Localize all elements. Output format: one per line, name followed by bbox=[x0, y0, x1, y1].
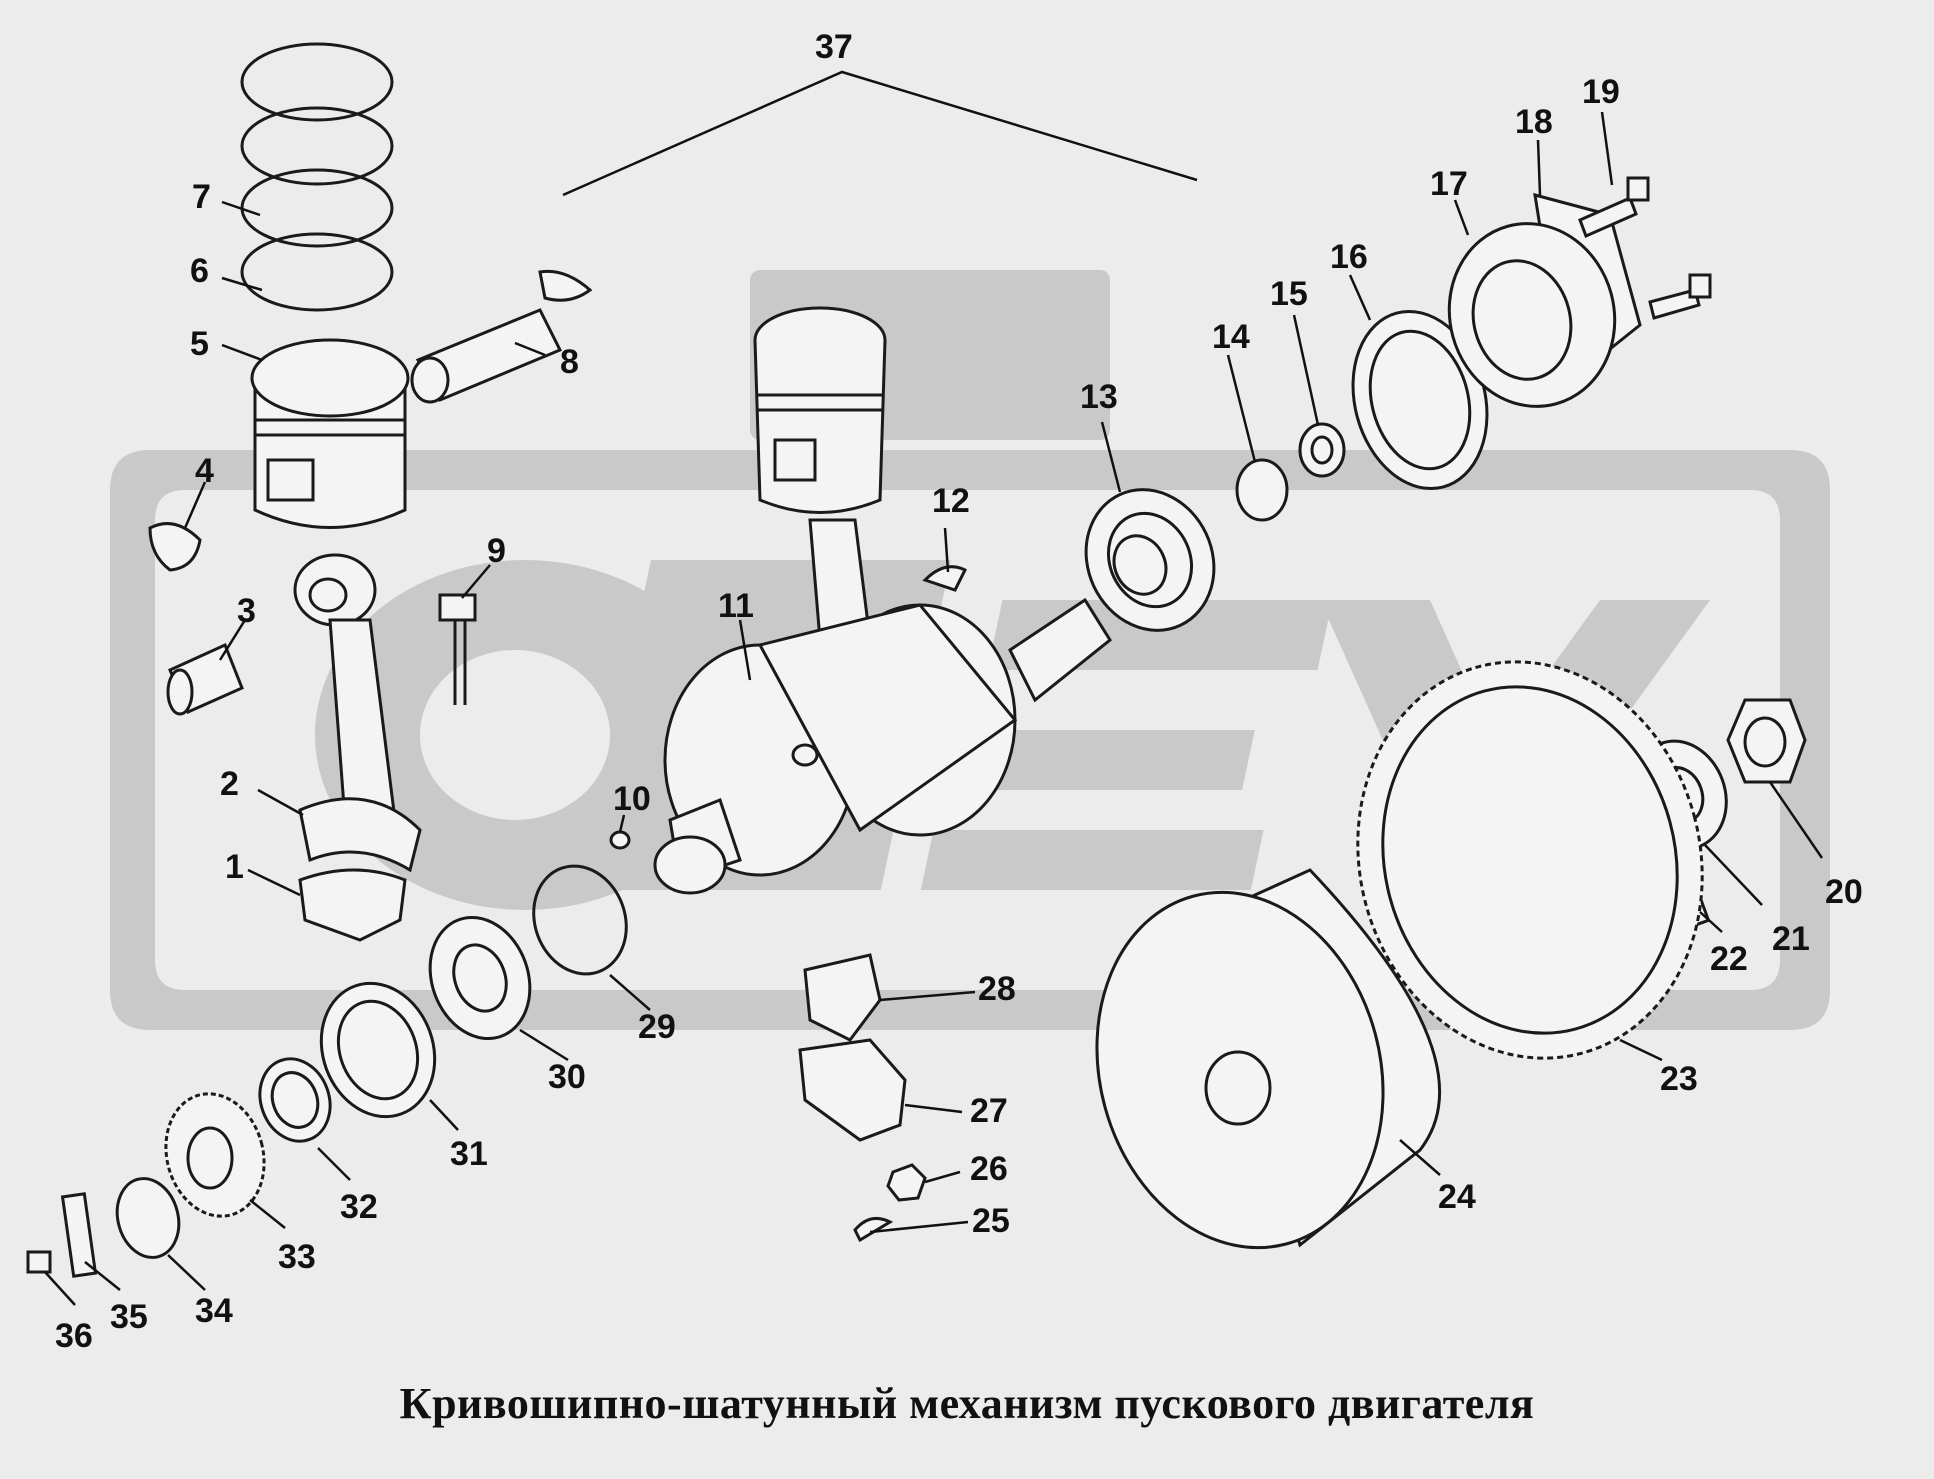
callout-9: 9 bbox=[487, 532, 506, 570]
woodruff-key bbox=[922, 565, 968, 592]
callout-26: 26 bbox=[970, 1150, 1008, 1188]
callout-23: 23 bbox=[1660, 1060, 1698, 1098]
front-gear-parts bbox=[26, 1092, 266, 1278]
callout-25: 25 bbox=[972, 1202, 1010, 1240]
piston-rings bbox=[240, 42, 394, 312]
callout-17: 17 bbox=[1430, 165, 1468, 203]
callout-13: 13 bbox=[1080, 378, 1118, 416]
callout-28: 28 bbox=[978, 970, 1016, 1008]
callout-15: 15 bbox=[1270, 275, 1308, 313]
cover-bolts bbox=[1578, 176, 1712, 320]
circlip-small bbox=[148, 522, 202, 572]
bearing-cover bbox=[1447, 192, 1642, 408]
seal-parts bbox=[1235, 422, 1346, 522]
callout-16: 16 bbox=[1330, 238, 1368, 276]
callout-2: 2 bbox=[220, 765, 239, 803]
rod-bolt bbox=[438, 593, 477, 705]
callout-22: 22 bbox=[1710, 940, 1748, 978]
callout-33: 33 bbox=[278, 1238, 316, 1276]
ring-gear bbox=[1356, 660, 1704, 1060]
flywheel bbox=[1095, 868, 1442, 1250]
callout-32: 32 bbox=[340, 1188, 378, 1226]
front-bearings bbox=[258, 915, 532, 1143]
connecting-rod bbox=[293, 553, 422, 942]
callout-12: 12 bbox=[932, 482, 970, 520]
callout-1: 1 bbox=[225, 848, 244, 886]
small-key bbox=[609, 830, 631, 850]
callout-14: 14 bbox=[1212, 318, 1250, 356]
crankshaft-assembly bbox=[653, 306, 1112, 895]
piston-pin bbox=[410, 269, 593, 404]
callout-30: 30 bbox=[548, 1058, 586, 1096]
gasket bbox=[1351, 309, 1489, 491]
callout-5: 5 bbox=[190, 325, 209, 363]
callout-numbers: 1 2 3 4 5 6 7 8 9 10 11 12 13 14 15 16 1… bbox=[55, 28, 1863, 1355]
callout-4: 4 bbox=[195, 452, 214, 490]
callout-21: 21 bbox=[1772, 920, 1810, 958]
callout-10: 10 bbox=[613, 780, 651, 818]
bushing bbox=[166, 642, 244, 716]
diagram-title: Кривошипно-шатунный механизм пускового д… bbox=[399, 1379, 1535, 1428]
callout-36: 36 bbox=[55, 1317, 93, 1355]
callout-35: 35 bbox=[110, 1298, 148, 1336]
callout-7: 7 bbox=[192, 178, 211, 216]
callout-37: 37 bbox=[815, 28, 853, 66]
main-bearing-right bbox=[1084, 488, 1216, 632]
callout-3: 3 bbox=[237, 592, 256, 630]
callout-34: 34 bbox=[195, 1292, 233, 1330]
callout-18: 18 bbox=[1515, 103, 1553, 141]
piston-left bbox=[250, 338, 410, 529]
callout-24: 24 bbox=[1438, 1178, 1476, 1216]
callout-11: 11 bbox=[718, 587, 754, 625]
assembly-bracket bbox=[562, 70, 1198, 197]
callout-27: 27 bbox=[970, 1092, 1008, 1130]
callout-19: 19 bbox=[1582, 73, 1620, 111]
callout-29: 29 bbox=[638, 1008, 676, 1046]
callout-31: 31 bbox=[450, 1135, 488, 1173]
callout-6: 6 bbox=[190, 252, 209, 290]
rod-cap-parts bbox=[798, 953, 927, 1243]
callout-8: 8 bbox=[560, 343, 579, 381]
callout-20: 20 bbox=[1825, 873, 1863, 911]
leader-lines bbox=[44, 111, 1824, 1306]
snap-ring bbox=[532, 864, 628, 976]
